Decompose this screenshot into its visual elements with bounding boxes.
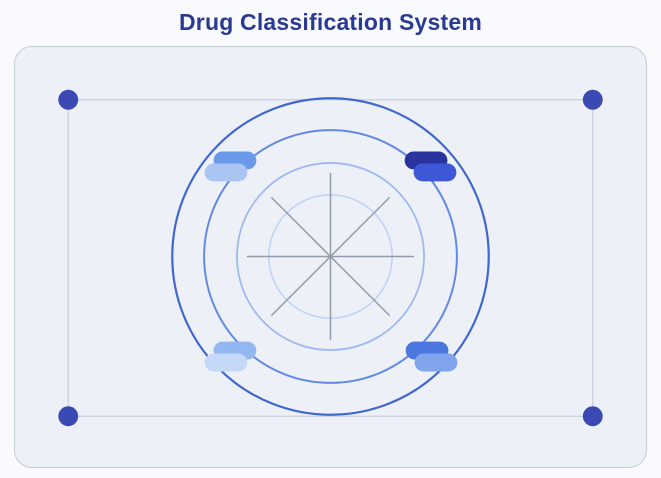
corner-dot-top-right <box>582 89 603 110</box>
spoke-line-4 <box>270 196 391 317</box>
pill-top-right-front <box>413 163 457 182</box>
pill-bottom-right-front <box>414 353 458 372</box>
pill-top-left-front <box>204 163 248 182</box>
diagram-panel <box>14 46 647 468</box>
corner-dot-top-left <box>58 89 79 110</box>
pill-bottom-left-front <box>204 353 248 372</box>
orbit-circle-3 <box>236 162 425 351</box>
frame-rect <box>67 99 594 417</box>
page-title: Drug Classification System <box>178 9 482 35</box>
orbit-circle-1 <box>171 97 490 416</box>
corner-dot-bottom-left <box>58 406 79 427</box>
corner-dot-bottom-right <box>582 406 603 427</box>
drug-classification-diagram <box>58 89 603 427</box>
orbit-circle-2 <box>203 129 458 384</box>
